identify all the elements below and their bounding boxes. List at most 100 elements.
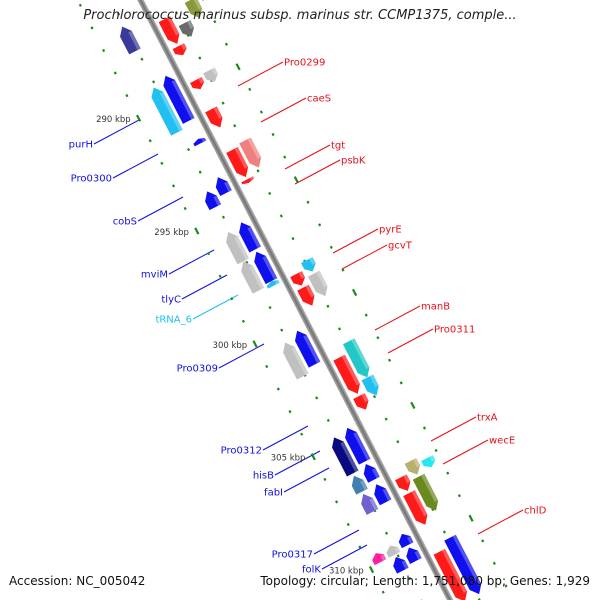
genome-title: Prochlorococcus marinus subsp. marinus s… bbox=[83, 8, 517, 23]
gene-highlight bbox=[353, 431, 371, 461]
tick-mark bbox=[306, 200, 310, 204]
gene-label: wecE bbox=[489, 436, 515, 447]
tick-mark bbox=[224, 42, 229, 46]
gene-highlight bbox=[159, 91, 183, 132]
label-leader-line bbox=[430, 416, 477, 442]
gene-highlight bbox=[305, 284, 315, 298]
gene-label: chlD bbox=[524, 506, 547, 517]
gene-arrow bbox=[361, 374, 379, 396]
gene-label: folK bbox=[302, 565, 321, 576]
label-leader-line bbox=[374, 305, 421, 331]
gene-arrow bbox=[342, 338, 370, 378]
tick-mark bbox=[468, 514, 474, 522]
gene-arrow bbox=[393, 557, 409, 574]
gene-label: Pro0300 bbox=[71, 174, 112, 185]
tick-mark bbox=[351, 288, 358, 297]
gene-arrow bbox=[433, 548, 468, 600]
gene-highlight bbox=[201, 137, 207, 143]
gene-label: tlyC bbox=[161, 295, 181, 306]
gene-highlight bbox=[369, 497, 379, 511]
gene-highlight bbox=[360, 479, 368, 491]
tick-mark bbox=[329, 245, 333, 250]
gene-label: mviM bbox=[141, 270, 168, 281]
gene-highlight bbox=[309, 257, 316, 265]
gene-label: hisB bbox=[253, 471, 274, 482]
gene-arrow bbox=[266, 280, 280, 289]
gene-arrow bbox=[444, 534, 482, 595]
label-leader-line bbox=[332, 228, 379, 254]
gene-highlight bbox=[382, 488, 392, 502]
genome-summary-text: Topology: circular; Length: 1,751,080 bp… bbox=[260, 574, 590, 588]
gene-highlight bbox=[403, 474, 411, 484]
tick-mark bbox=[268, 191, 272, 196]
tick-mark bbox=[481, 539, 485, 543]
gene-arrow bbox=[193, 137, 207, 147]
gene-label: tgt bbox=[331, 141, 345, 152]
tick-mark bbox=[221, 101, 225, 105]
gene-highlight bbox=[407, 536, 414, 544]
gene-arrow bbox=[290, 271, 306, 286]
tick-mark bbox=[183, 206, 187, 211]
tick-mark bbox=[358, 545, 362, 549]
gene-label: manB bbox=[421, 302, 450, 313]
tick-mark bbox=[259, 110, 263, 114]
label-leader-line bbox=[192, 294, 239, 320]
tick-mark bbox=[293, 176, 299, 184]
tick-mark bbox=[492, 561, 496, 566]
genome-backbone bbox=[110, 0, 529, 600]
scale-label: 300 kbp bbox=[213, 341, 248, 351]
tick-mark bbox=[271, 132, 275, 137]
gene-arrow bbox=[226, 147, 249, 178]
tick-mark bbox=[241, 319, 245, 323]
tick-mark bbox=[268, 305, 272, 310]
tick-mark bbox=[235, 63, 241, 71]
gene-labels: Pro0299caeStgtpsbKpyrEgcvTmanBPro0311trx… bbox=[69, 58, 547, 576]
tick-mark bbox=[341, 268, 345, 272]
tick-mark bbox=[252, 340, 258, 348]
gene-arrow bbox=[412, 473, 439, 511]
tick-mark bbox=[276, 387, 280, 391]
gene-highlight bbox=[429, 455, 436, 462]
gene-highlight bbox=[421, 473, 439, 503]
gene-highlight bbox=[361, 393, 369, 403]
gene-highlight bbox=[298, 271, 306, 280]
label-leader-line bbox=[313, 529, 360, 555]
gene-highlight bbox=[441, 548, 468, 594]
gene-label: purH bbox=[69, 140, 93, 151]
gene-arrow bbox=[307, 270, 328, 297]
tick-mark bbox=[376, 336, 380, 340]
gene-arrow bbox=[205, 191, 222, 211]
tick-mark bbox=[265, 364, 269, 369]
tick-mark bbox=[206, 251, 211, 256]
label-leader-line bbox=[341, 244, 388, 270]
gene-arrow bbox=[386, 545, 401, 558]
gene-arrow bbox=[254, 251, 278, 285]
tick-mark bbox=[396, 440, 400, 444]
tick-mark bbox=[221, 215, 226, 219]
tick-mark bbox=[194, 227, 200, 235]
label-leader-line bbox=[294, 159, 341, 185]
gene-highlight bbox=[401, 560, 409, 570]
gene-label: Pro0309 bbox=[177, 364, 218, 375]
tick-mark bbox=[201, 0, 205, 1]
gene-highlight bbox=[171, 79, 195, 120]
label-leader-line bbox=[181, 274, 228, 300]
tick-mark bbox=[310, 453, 316, 461]
gene-highlight bbox=[224, 181, 232, 192]
tick-mark bbox=[152, 80, 156, 84]
gene-highlight bbox=[249, 176, 254, 181]
gene-arrow bbox=[398, 533, 414, 549]
tick-mark bbox=[446, 471, 450, 475]
gene-highlight bbox=[316, 270, 328, 288]
gene-arrow bbox=[120, 26, 141, 55]
gene-highlight bbox=[412, 457, 421, 468]
gene-arrow bbox=[332, 437, 359, 477]
gene-label: Pro0317 bbox=[272, 550, 313, 561]
gene-highlight bbox=[340, 441, 359, 473]
label-leader-lines bbox=[93, 61, 524, 570]
tick-mark bbox=[140, 57, 144, 61]
tick-mark bbox=[300, 432, 304, 436]
tick-mark bbox=[248, 87, 252, 92]
gene-label: trxA bbox=[477, 413, 498, 424]
